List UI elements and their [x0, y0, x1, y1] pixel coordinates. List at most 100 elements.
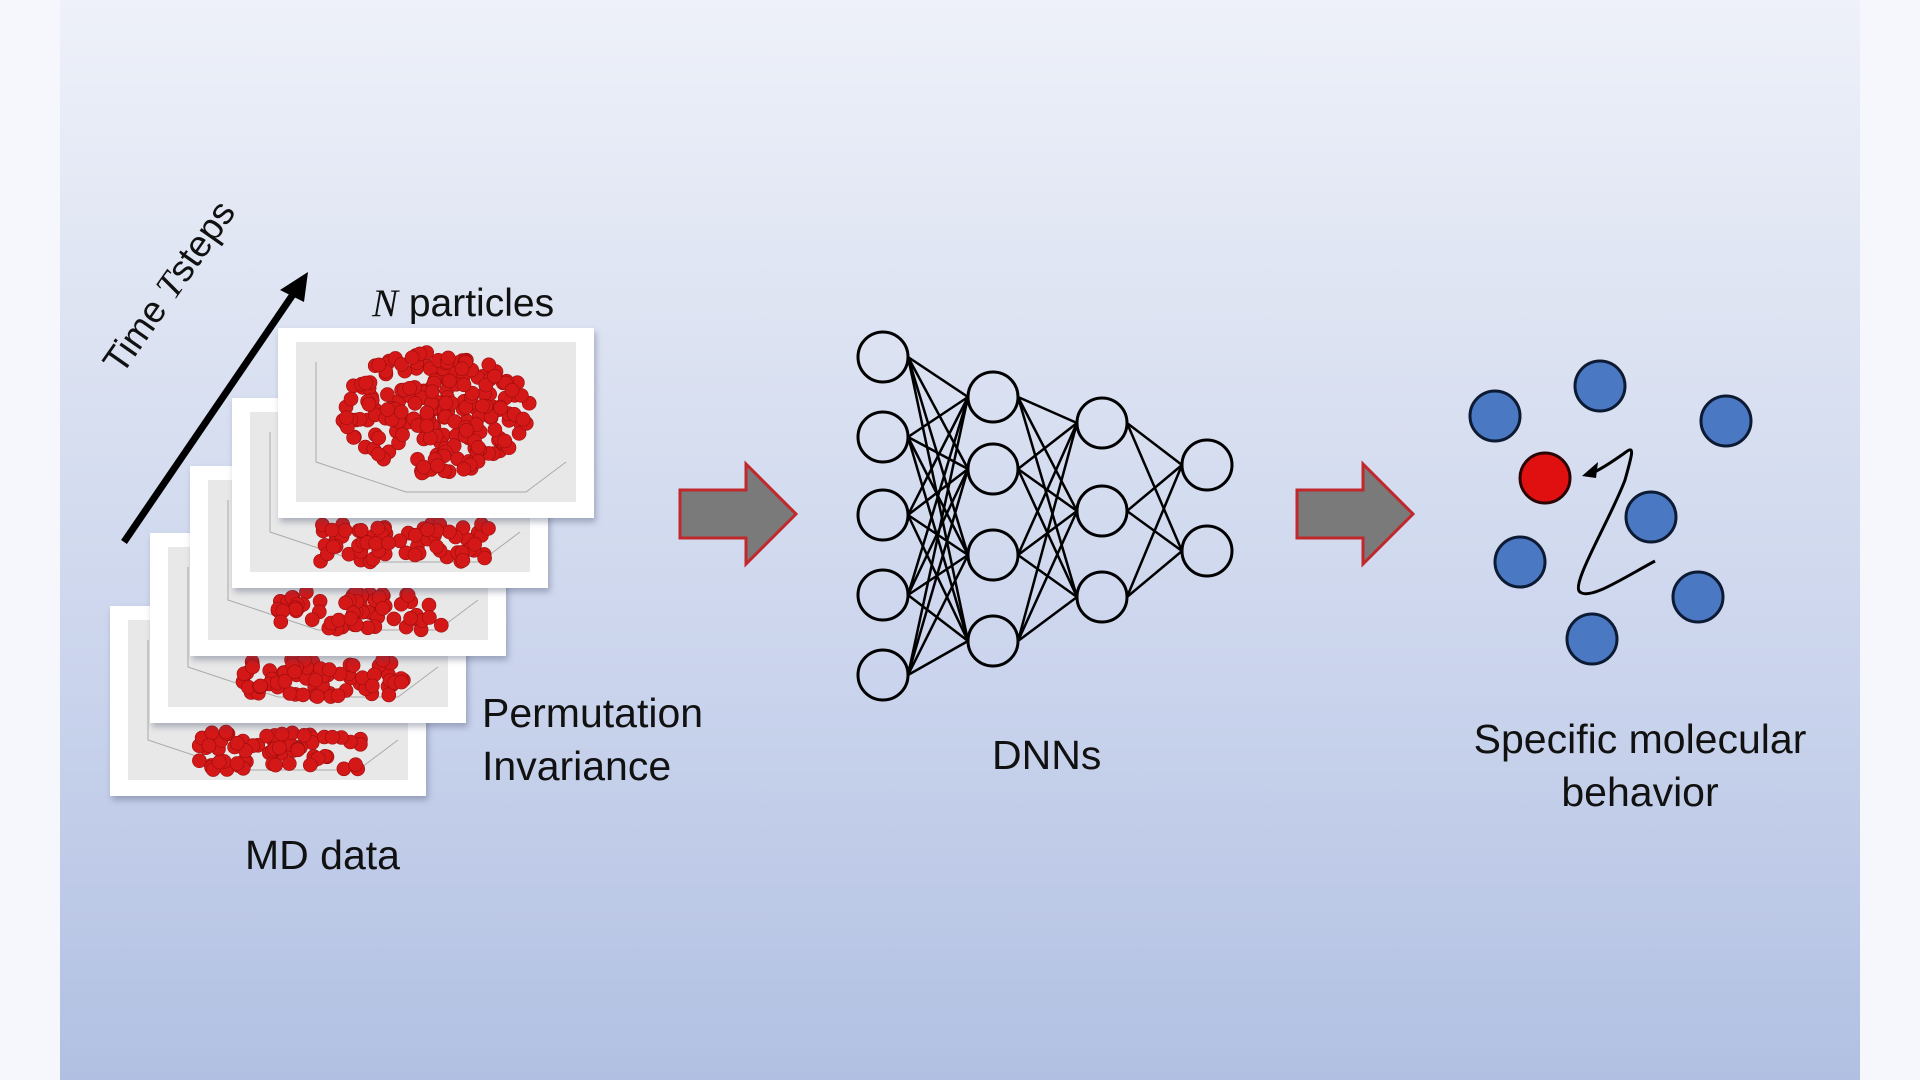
- nn-node: [966, 614, 1020, 668]
- particle: [394, 674, 409, 690]
- particle: [487, 422, 503, 437]
- particle: [497, 433, 513, 449]
- nn-edge: [907, 639, 969, 677]
- particle: [394, 357, 409, 372]
- particle: [343, 611, 359, 626]
- nn-edge: [907, 435, 969, 471]
- particle: [419, 418, 435, 434]
- particle: [371, 357, 387, 373]
- particle: [403, 611, 418, 626]
- permutation-line: Permutation: [482, 690, 704, 736]
- particle: [259, 728, 274, 744]
- particle: [322, 662, 337, 677]
- particle: [330, 688, 346, 703]
- particles-variable: N: [372, 282, 399, 325]
- particle: [467, 536, 482, 552]
- nn-edge: [1017, 595, 1078, 643]
- particle: [440, 350, 456, 366]
- nn-edge: [1016, 510, 1079, 642]
- molecule-diagram: [1468, 359, 1753, 666]
- permutation-invariance-label: Permutation Invariance: [482, 687, 703, 793]
- nn-node: [1180, 438, 1234, 492]
- particle: [381, 687, 397, 703]
- particle: [370, 520, 386, 536]
- blue-molecule: [1468, 389, 1522, 443]
- particle: [274, 726, 290, 742]
- particle: [424, 384, 440, 400]
- particle: [475, 398, 490, 414]
- particle: [348, 757, 363, 772]
- particle: [358, 375, 373, 391]
- behavior-line-1: Specific molecular: [1473, 716, 1807, 762]
- particle: [245, 659, 260, 675]
- nn-edge: [1017, 422, 1078, 470]
- particle: [416, 459, 431, 475]
- particle: [400, 587, 416, 603]
- trajectory-path: [1577, 448, 1656, 596]
- particle: [365, 678, 380, 694]
- particle: [515, 411, 531, 427]
- particle: [282, 756, 297, 771]
- right-arrow-icon: [678, 460, 799, 568]
- particle: [394, 404, 409, 420]
- blue-molecule: [1699, 394, 1753, 448]
- dnns-label: DNNs: [992, 732, 1102, 778]
- particle: [324, 522, 340, 538]
- particle: [395, 427, 410, 442]
- particle: [212, 754, 227, 770]
- blue-molecule: [1565, 612, 1619, 666]
- particle: [304, 612, 320, 627]
- particle: [429, 539, 444, 554]
- particle: [454, 361, 470, 377]
- particle: [420, 522, 435, 537]
- particle: [404, 350, 420, 365]
- nn-edge: [1126, 422, 1183, 466]
- time-arrow-icon: [121, 272, 308, 544]
- particle: [478, 377, 494, 393]
- nn-edge: [906, 396, 970, 676]
- particle: [296, 728, 312, 743]
- particle: [326, 539, 341, 555]
- nn-node: [966, 528, 1020, 582]
- nn-node: [856, 488, 910, 542]
- particle: [201, 738, 217, 753]
- particle: [434, 617, 449, 633]
- particle: [287, 664, 302, 680]
- particle: [310, 689, 325, 704]
- particle: [308, 672, 323, 688]
- nn-node: [1075, 484, 1129, 538]
- particle: [442, 373, 457, 389]
- particle: [229, 756, 245, 771]
- nn-edge: [1016, 396, 1079, 598]
- nn-edge: [906, 554, 970, 676]
- nn-edge: [906, 356, 970, 470]
- particle: [192, 753, 207, 768]
- red-molecule: [1518, 451, 1572, 505]
- particle: [218, 724, 234, 740]
- particle: [375, 601, 390, 616]
- nn-edge: [1125, 464, 1184, 598]
- scatter-plot: [296, 342, 576, 502]
- particle: [477, 550, 492, 566]
- particle: [511, 426, 527, 441]
- particle: [408, 527, 423, 543]
- particle: [386, 611, 402, 627]
- nn-edge: [1016, 422, 1079, 642]
- particle: [422, 610, 437, 625]
- particle: [339, 410, 354, 425]
- nn-edge: [906, 468, 970, 676]
- md-frame-slide: [278, 328, 594, 518]
- particle: [481, 521, 496, 536]
- neural-network: [856, 330, 1234, 702]
- blue-molecule: [1671, 570, 1725, 624]
- nn-edge: [906, 396, 970, 596]
- particle: [345, 658, 361, 673]
- blue-molecule: [1493, 535, 1547, 589]
- invariance-line: Invariance: [482, 743, 672, 789]
- md-data-label: MD data: [245, 832, 400, 878]
- particle: [253, 678, 268, 694]
- nn-edge: [1016, 422, 1079, 556]
- particle: [273, 614, 289, 630]
- particle: [456, 461, 472, 477]
